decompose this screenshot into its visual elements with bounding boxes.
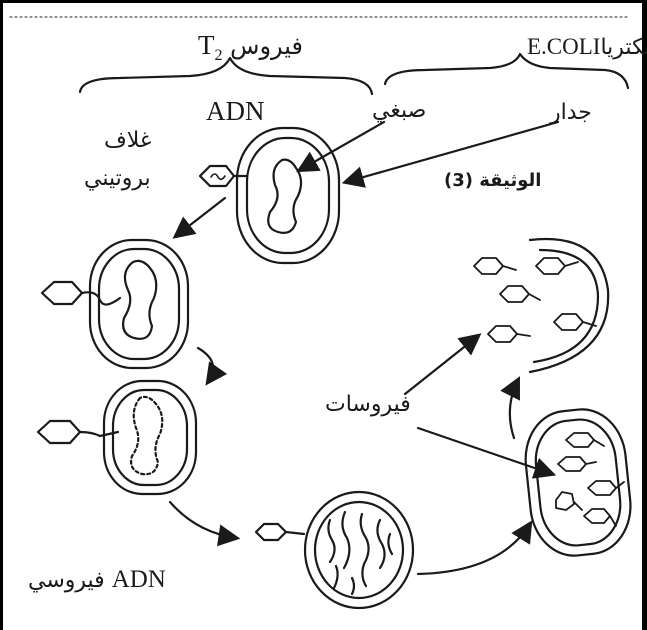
label-protein-coat-line1: غلاف (104, 128, 151, 153)
bacteria-heading: E.COLIبكتريا (527, 34, 647, 60)
label-protein-coat-line2: بروتيني (84, 166, 151, 191)
cell-4 (305, 492, 413, 608)
label-wall: جدار (550, 100, 592, 125)
document-title: الوثيقة (3) (444, 170, 541, 191)
arrow-cell3-to-cell4 (170, 502, 236, 538)
released-viruses (474, 258, 596, 342)
virus-phage-4 (256, 524, 304, 540)
arrow-cell1-to-cell2 (176, 198, 225, 236)
cell-2-chromosome (123, 261, 156, 339)
cell-6-lysed (530, 239, 608, 372)
bacteria-name: E.COLI (527, 34, 600, 59)
cell-1 (237, 128, 339, 263)
cell-3 (104, 381, 196, 494)
cell-5 (521, 405, 636, 560)
cell-1-chromosome (268, 160, 301, 233)
label-adn: ADN (206, 96, 265, 127)
virus-name: T (198, 30, 215, 60)
cell-3-chromosome-dotted (131, 397, 162, 474)
virus-phage-1 (200, 166, 247, 186)
label-viruses: فيروسات (325, 392, 411, 417)
virus-phage-3 (38, 421, 118, 443)
virus-phage-2 (42, 282, 120, 305)
arrow-cell2-to-cell3 (198, 348, 213, 382)
virus-heading: T2 فيروس (198, 30, 303, 65)
label-viral-adn: فيروسي ADN (28, 566, 166, 594)
arrow-cell4-to-cell5 (418, 524, 530, 574)
pointer-viruses-up (405, 336, 478, 394)
arrow-cell5-to-cell6 (510, 380, 518, 438)
label-chromosome: صبغي (372, 98, 426, 123)
